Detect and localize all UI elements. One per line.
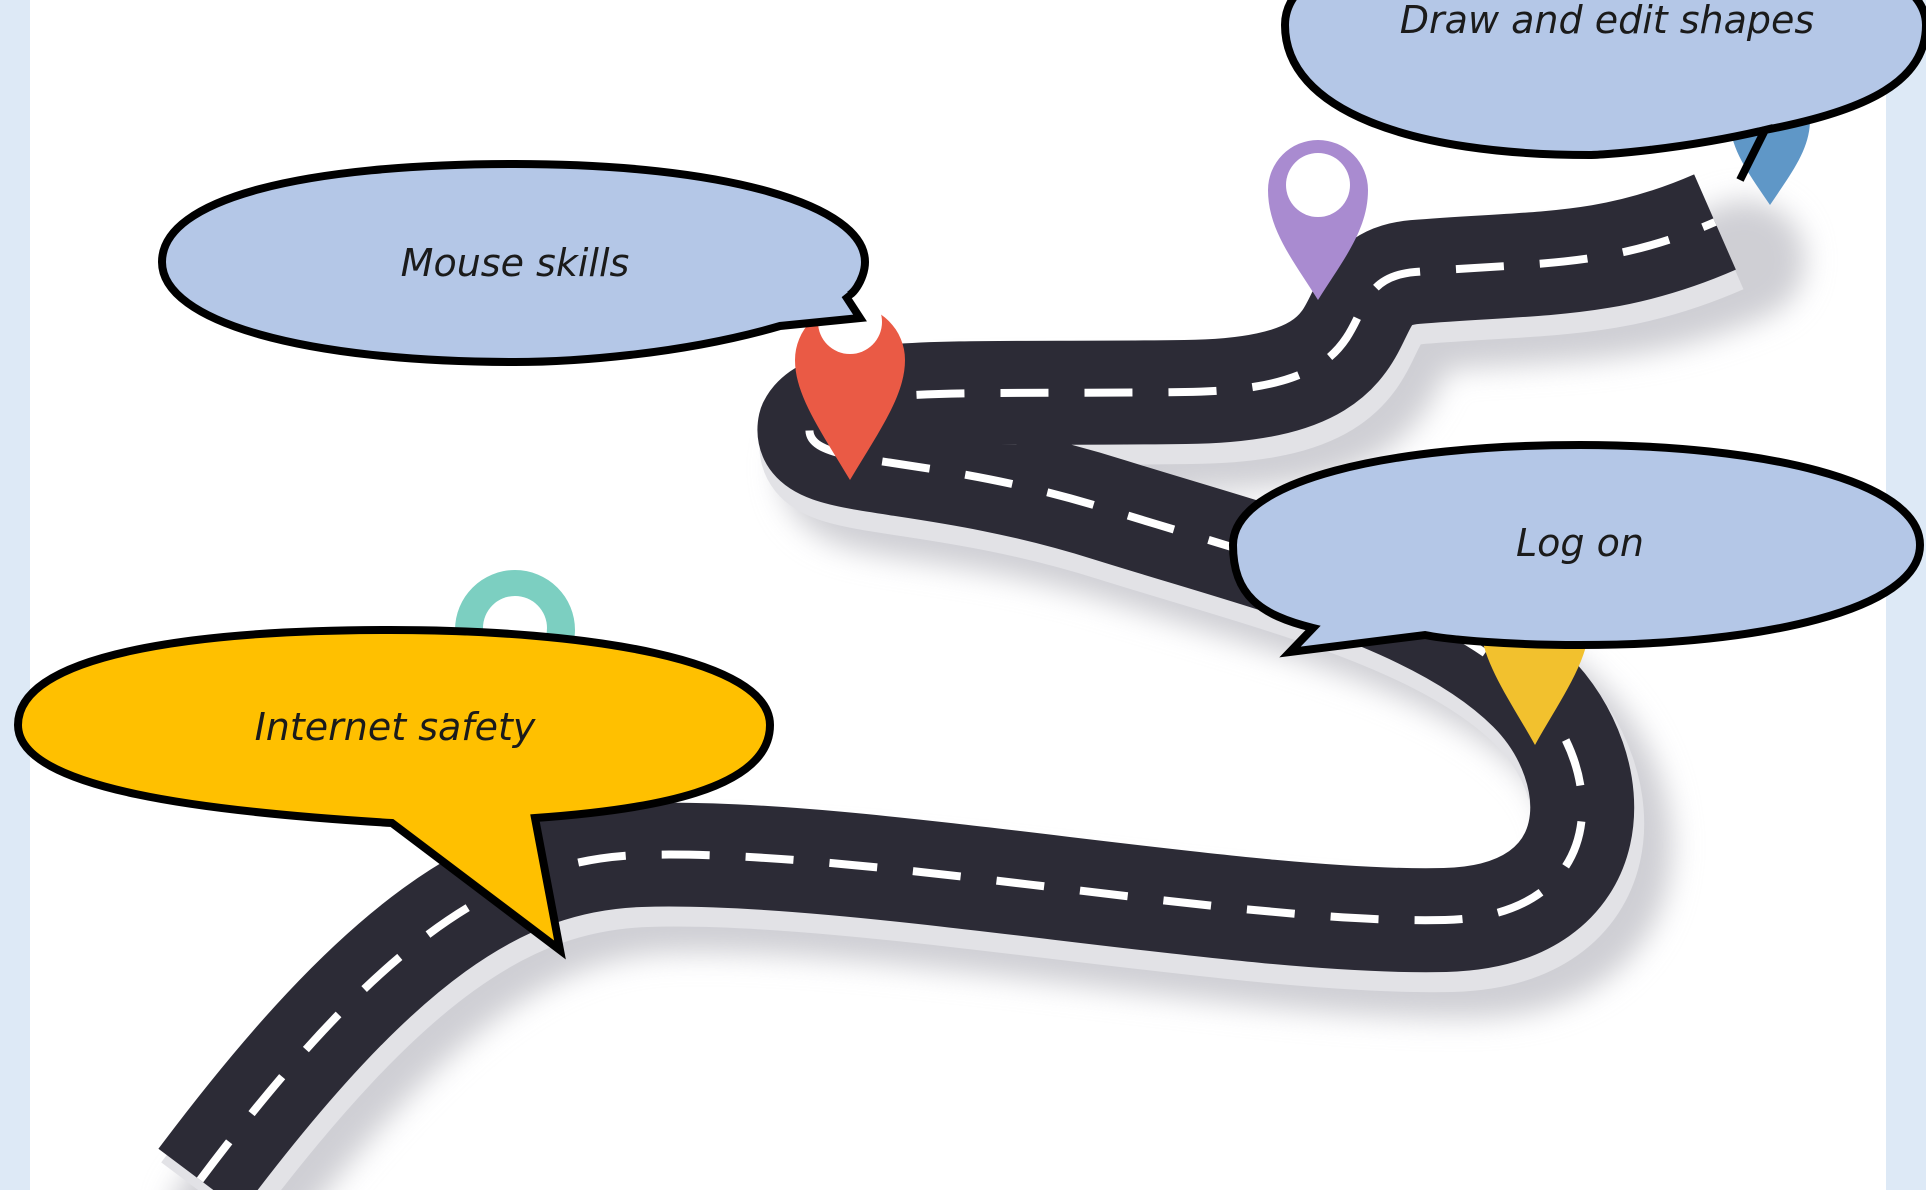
callout-mouse-skills-label: Mouse skills [401, 241, 630, 285]
callout-draw-shapes-label: Draw and edit shapes [1400, 0, 1814, 42]
callout-draw-shapes: Draw and edit shapes [1280, 0, 1926, 182]
callout-internet-safety-shape [13, 625, 775, 960]
callout-mouse-skills: Mouse skills [157, 159, 870, 367]
purple-map-pin-icon [1268, 140, 1368, 300]
callout-internet-safety: Internet safety [13, 625, 775, 960]
callout-log-on: Log on [1228, 440, 1925, 658]
callout-log-on-shape [1228, 440, 1925, 658]
callout-mouse-skills-shape [157, 159, 870, 367]
callout-log-on-label: Log on [1516, 521, 1644, 565]
road-center-dashes [196, 218, 1717, 1183]
callout-draw-shapes-shape [1280, 0, 1926, 182]
callout-internet-safety-label: Internet safety [255, 705, 536, 749]
